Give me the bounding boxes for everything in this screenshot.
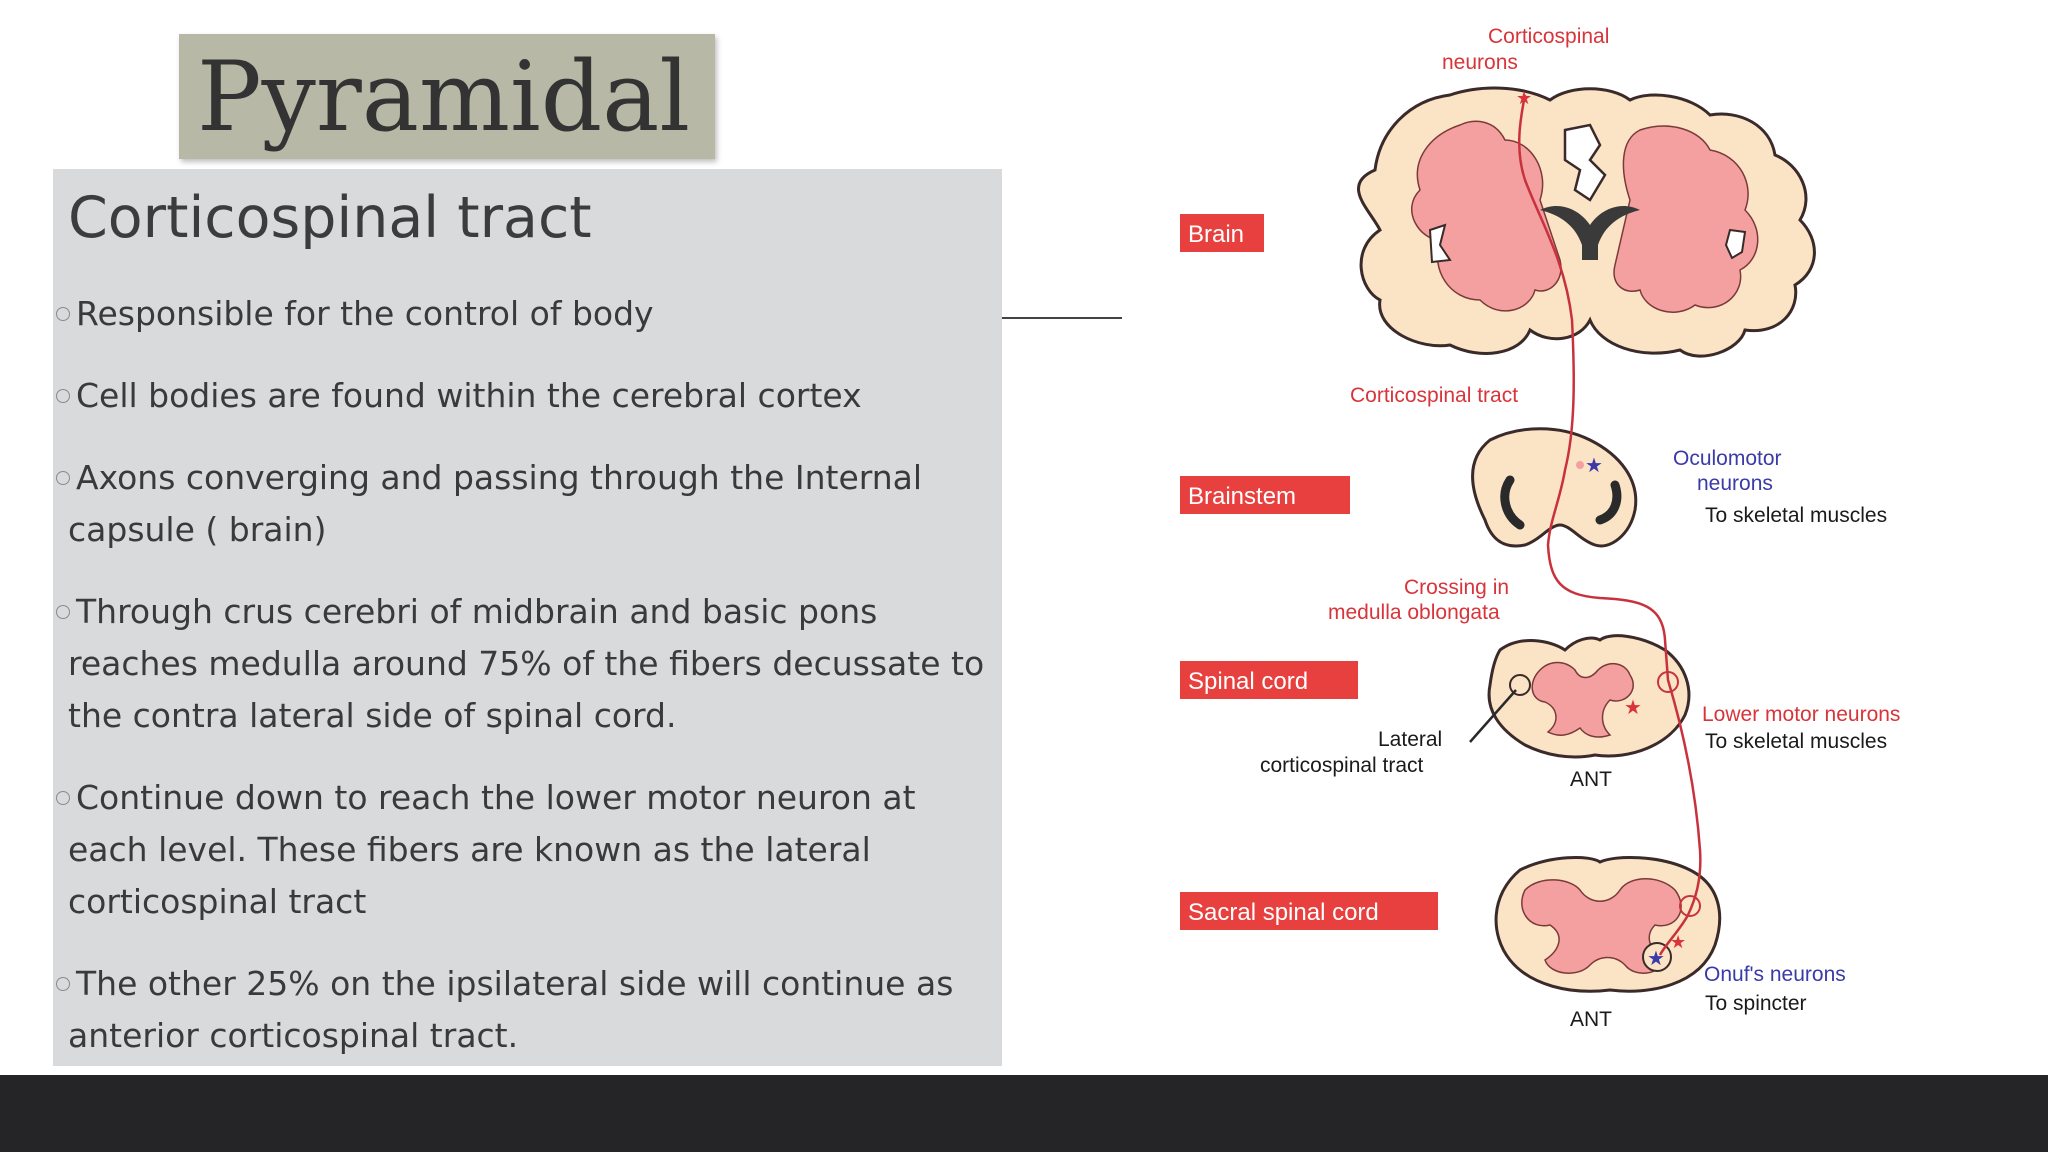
corticospinal-diagram: Brain Brainstem Spinal cord Sacral spina… (1180, 25, 1900, 1031)
spinal-cord-section: ★ (1487, 634, 1691, 759)
annot-to-spincter: To spincter (1705, 992, 1807, 1015)
sacral-lower-motor-star-icon: ★ (1670, 932, 1686, 953)
slide-title: Pyramidal (197, 40, 691, 153)
brain-section (1357, 86, 1816, 358)
bullet-text: Cell bodies are found within the cerebra… (76, 376, 862, 415)
annot-to-skeletal-2: To skeletal muscles (1705, 730, 1887, 753)
bullet-text: Responsible for the control of body (76, 294, 654, 333)
bullet-circle-icon (56, 389, 70, 403)
annot-lateral-2: corticospinal tract (1260, 754, 1424, 777)
label-box-spinal-cord (1180, 661, 1358, 699)
bullet-item: The other 25% on the ipsilateral side wi… (56, 958, 1002, 1062)
label-box-brain (1180, 214, 1264, 252)
bullet-circle-icon (56, 791, 70, 805)
bullet-circle-icon (56, 977, 70, 991)
bullet-circle-icon (56, 471, 70, 485)
annot-corticospinal-neurons-2: neurons (1442, 51, 1518, 74)
annot-crossing-2: medulla oblongata (1328, 601, 1500, 624)
bullet-circle-icon (56, 605, 70, 619)
title-box: Pyramidal (179, 34, 715, 159)
label-box-sacral (1180, 892, 1438, 930)
annot-lateral-1: Lateral (1378, 728, 1442, 751)
annot-ant-1: ANT (1570, 768, 1612, 791)
label-sacral: Sacral spinal cord (1188, 899, 1379, 926)
annot-corticospinal-tract: Corticospinal tract (1350, 384, 1518, 407)
brainstem-section: ★ (1471, 427, 1638, 548)
annot-oculomotor-1: Oculomotor (1673, 447, 1782, 470)
bullet-list: Responsible for the control of body Cell… (56, 288, 1002, 1092)
annot-oculomotor-2: neurons (1697, 472, 1773, 495)
bullet-item: Continue down to reach the lower motor n… (56, 772, 1002, 928)
sacral-cord-section: ★ ★ (1494, 855, 1722, 993)
label-spinal-cord: Spinal cord (1188, 668, 1308, 695)
slide-subtitle: Corticospinal tract (68, 185, 592, 251)
bullet-text: Through crus cerebri of midbrain and bas… (68, 592, 985, 735)
footer-bar (0, 1075, 2048, 1152)
bullet-text: Axons converging and passing through the… (68, 458, 923, 549)
oculomotor-star-icon: ★ (1585, 453, 1603, 477)
bullet-circle-icon (56, 307, 70, 321)
bullet-item: Responsible for the control of body (56, 288, 1002, 340)
bullet-item: Axons converging and passing through the… (56, 452, 1002, 556)
label-box-brainstem (1180, 476, 1350, 514)
tract-line (1517, 94, 1702, 956)
content-panel (53, 169, 1002, 1066)
lateral-pointer-line (1469, 689, 1517, 743)
annot-to-skeletal-1: To skeletal muscles (1705, 504, 1887, 527)
cortical-star-icon: ★ (1516, 88, 1532, 109)
annot-corticospinal-neurons-1: Corticospinal (1488, 25, 1609, 48)
bullet-item: Through crus cerebri of midbrain and bas… (56, 586, 1002, 742)
lower-motor-star-icon: ★ (1624, 695, 1642, 719)
annot-crossing-1: Crossing in (1404, 576, 1509, 599)
annot-lower-motor: Lower motor neurons (1702, 703, 1900, 726)
connector-line (1002, 317, 1122, 319)
annot-onufs: Onuf's neurons (1704, 963, 1846, 986)
bullet-text: Continue down to reach the lower motor n… (68, 778, 916, 921)
bullet-text: The other 25% on the ipsilateral side wi… (68, 964, 954, 1055)
bullet-item: Cell bodies are found within the cerebra… (56, 370, 1002, 422)
label-brain: Brain (1188, 221, 1244, 248)
annot-ant-2: ANT (1570, 1008, 1612, 1031)
label-brainstem: Brainstem (1188, 483, 1296, 510)
